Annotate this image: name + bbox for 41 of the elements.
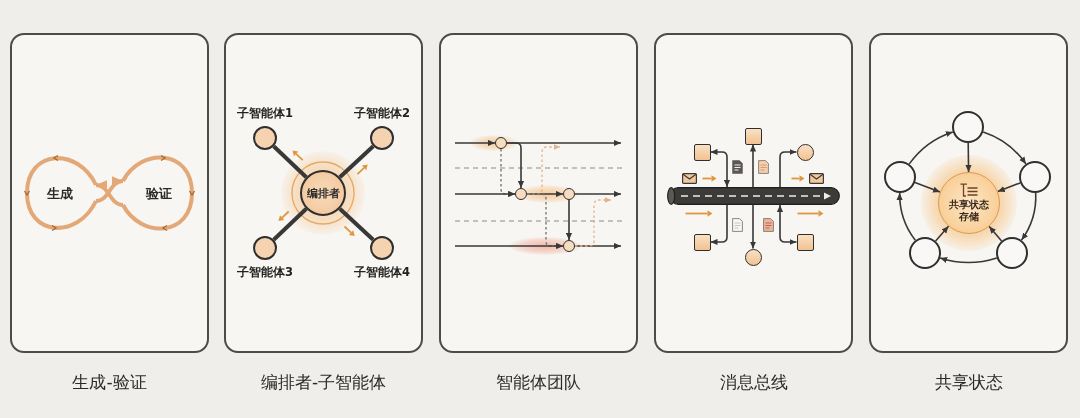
arrow	[908, 131, 954, 165]
arrow	[1020, 192, 1037, 241]
connector-line	[272, 144, 308, 179]
arrow	[574, 190, 622, 198]
arrow	[709, 148, 731, 188]
card-title: 共享状态	[934, 371, 1003, 393]
arrow	[454, 190, 516, 198]
arrow	[749, 143, 757, 188]
arrow	[914, 181, 941, 193]
connector-line	[338, 207, 375, 242]
bus-pipe	[667, 187, 840, 205]
arrow	[506, 142, 525, 189]
arrow	[988, 225, 1003, 242]
node-label: 验证	[146, 185, 172, 201]
arrow	[982, 131, 1027, 165]
card-title: 编排者-子智能体	[260, 371, 387, 393]
card-title: 智能体团队	[496, 371, 581, 393]
node-label: 子智能体1	[237, 106, 293, 121]
card-title: 生成-验证	[72, 371, 147, 393]
arrow	[709, 204, 728, 246]
arrow	[997, 182, 1021, 193]
dashed-arrow	[574, 197, 612, 247]
arrow	[454, 242, 564, 250]
node-label: 子智能体3	[237, 265, 293, 280]
arrow	[934, 225, 950, 242]
arrow	[965, 142, 972, 173]
arrow	[565, 199, 573, 241]
connector-line	[272, 207, 308, 242]
arrow	[454, 139, 496, 147]
node-label: 子智能体4	[354, 265, 410, 280]
node-label: 编排者	[306, 186, 340, 200]
node-label: 共享状态存储	[948, 199, 990, 223]
arrow	[749, 204, 757, 250]
arrow	[939, 256, 998, 264]
card-title: 消息总线	[719, 371, 788, 393]
arrow	[896, 192, 917, 242]
node-label: 生成	[47, 185, 73, 201]
node-label: 子智能体2	[354, 106, 410, 121]
arrow	[779, 148, 798, 188]
connector-line	[338, 144, 375, 179]
arrow	[776, 204, 798, 246]
